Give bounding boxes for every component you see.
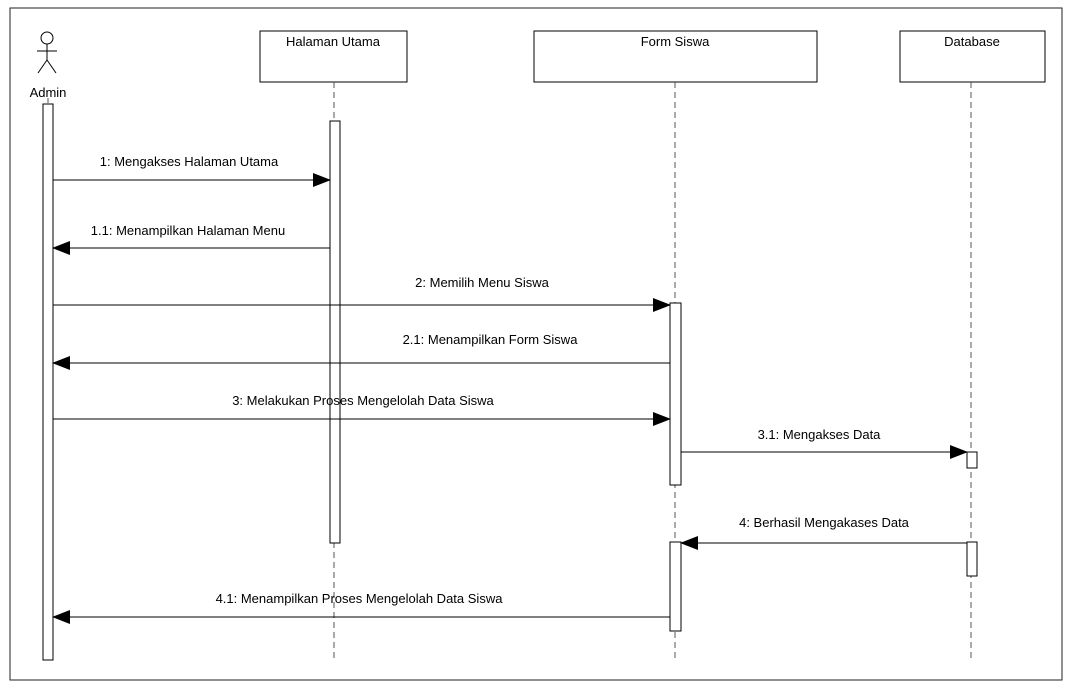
object-box xyxy=(899,30,1046,83)
object-label: Form Siswa xyxy=(641,34,710,49)
object-box xyxy=(259,30,408,83)
message-2-1: 2.1: Menampilkan Form Siswa xyxy=(52,332,670,370)
message-label: 1.1: Menampilkan Halaman Menu xyxy=(91,223,285,238)
message-label: 4: Berhasil Mengakases Data xyxy=(739,515,910,530)
actor-admin: Admin xyxy=(30,31,67,100)
activation-admin xyxy=(42,103,54,661)
message-1-1: 1.1: Menampilkan Halaman Menu xyxy=(52,223,330,255)
message-2: 2: Memilih Menu Siswa xyxy=(53,275,671,312)
message-4: 4: Berhasil Mengakases Data xyxy=(680,515,967,550)
object-database: Database xyxy=(899,30,1046,83)
activation-form-siswa-1 xyxy=(669,302,682,486)
object-form-siswa: Form Siswa xyxy=(533,30,818,83)
message-label: 2.1: Menampilkan Form Siswa xyxy=(403,332,579,347)
message-3-1: 3.1: Mengakses Data xyxy=(681,427,968,459)
actor-label: Admin xyxy=(30,85,67,100)
activation-database-1 xyxy=(966,451,978,469)
stick-figure-icon xyxy=(37,31,57,74)
object-box xyxy=(533,30,818,83)
object-halaman-utama: Halaman Utama xyxy=(259,30,408,83)
message-label: 1: Mengakses Halaman Utama xyxy=(100,154,279,169)
message-3: 3: Melakukan Proses Mengelolah Data Sisw… xyxy=(53,393,671,426)
message-4-1: 4.1: Menampilkan Proses Mengelolah Data … xyxy=(52,591,670,624)
activation-database-2 xyxy=(966,541,978,577)
diagram-frame xyxy=(9,7,1063,681)
message-1: 1: Mengakses Halaman Utama xyxy=(53,154,331,187)
activation-form-siswa-2 xyxy=(669,541,682,632)
message-label: 2: Memilih Menu Siswa xyxy=(415,275,549,290)
object-label: Database xyxy=(944,34,1000,49)
message-label: 3: Melakukan Proses Mengelolah Data Sisw… xyxy=(232,393,494,408)
object-label: Halaman Utama xyxy=(286,34,381,49)
message-label: 4.1: Menampilkan Proses Mengelolah Data … xyxy=(216,591,504,606)
message-label: 3.1: Mengakses Data xyxy=(758,427,882,442)
activation-halaman-utama xyxy=(329,120,341,544)
